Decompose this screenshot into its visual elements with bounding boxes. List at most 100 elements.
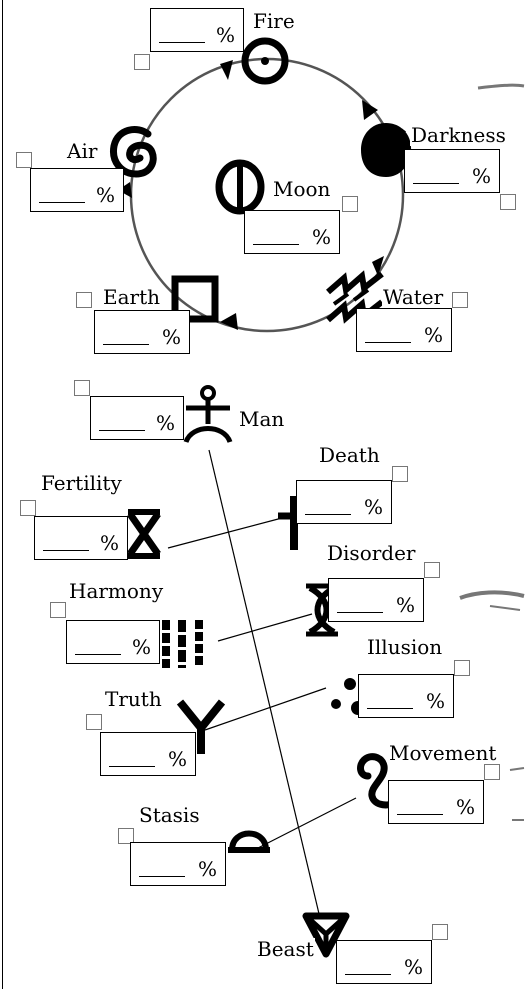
- illusion-checkbox[interactable]: [454, 660, 470, 676]
- darkness-checkbox[interactable]: [500, 194, 516, 210]
- arrowhead-to-air: [118, 182, 132, 198]
- arrowhead-to-earth: [220, 313, 238, 330]
- truth-percent-field[interactable]: %: [100, 732, 196, 776]
- stasis-checkbox[interactable]: [118, 828, 134, 844]
- earth-checkbox[interactable]: [76, 292, 92, 308]
- beast-label: Beast: [256, 937, 315, 961]
- fertility-label: Fertility: [40, 471, 123, 495]
- moon-percent-blank[interactable]: [253, 244, 299, 245]
- scribble-mark: [459, 590, 525, 600]
- water-percent-blank[interactable]: [365, 342, 411, 343]
- harmony-percent-blank[interactable]: [75, 654, 121, 655]
- illusion-label: Illusion: [366, 635, 444, 659]
- earth-label: Earth: [102, 285, 162, 309]
- darkness-percent-field[interactable]: %: [404, 149, 500, 193]
- man-label: Man: [238, 407, 286, 431]
- air-checkbox[interactable]: [16, 152, 32, 168]
- death-percent-sign: %: [363, 495, 383, 519]
- stasis-percent-sign: %: [197, 857, 217, 881]
- water-percent-field[interactable]: %: [356, 308, 452, 352]
- darkness-percent-sign: %: [471, 164, 491, 188]
- movement-percent-field[interactable]: %: [388, 780, 484, 824]
- man-checkbox[interactable]: [74, 380, 90, 396]
- darkness-percent-blank[interactable]: [413, 183, 459, 184]
- movement-label: Movement: [388, 741, 498, 765]
- beast-percent-blank[interactable]: [345, 974, 391, 975]
- harmony-checkbox[interactable]: [50, 602, 66, 618]
- disorder-percent-sign: %: [395, 593, 415, 617]
- moon-rune-icon: [215, 159, 265, 215]
- scribble-mark: [489, 605, 521, 611]
- harmony-percent-sign: %: [131, 635, 151, 659]
- earth-percent-field[interactable]: %: [94, 310, 190, 354]
- earth-percent-blank[interactable]: [103, 344, 149, 345]
- moon-checkbox[interactable]: [342, 196, 358, 212]
- scribble-mark: [477, 83, 525, 90]
- beast-percent-field[interactable]: %: [336, 940, 432, 984]
- harmony-disorder-line: [217, 613, 313, 642]
- fire-percent-field[interactable]: %: [150, 8, 244, 52]
- fertility-death-line: [167, 517, 283, 549]
- death-percent-blank[interactable]: [305, 514, 351, 515]
- fire-percent-blank[interactable]: [159, 42, 205, 43]
- movement-percent-sign: %: [455, 795, 475, 819]
- illusion-percent-blank[interactable]: [367, 708, 413, 709]
- arrowhead-to-water: [372, 256, 384, 276]
- beast-checkbox[interactable]: [432, 924, 448, 940]
- air-percent-field[interactable]: %: [30, 168, 124, 212]
- water-label: Water: [382, 285, 445, 309]
- moon-percent-field[interactable]: %: [244, 210, 340, 254]
- earth-rune-icon: [171, 275, 219, 323]
- man-percent-field[interactable]: %: [90, 396, 184, 440]
- movement-rune-icon: [357, 753, 404, 809]
- page-left-border: [2, 0, 3, 989]
- harmony-percent-field[interactable]: %: [66, 620, 160, 664]
- stasis-label: Stasis: [138, 803, 201, 827]
- fertility-rune-icon: [127, 509, 161, 559]
- fertility-percent-field[interactable]: %: [34, 516, 128, 560]
- disorder-checkbox[interactable]: [424, 562, 440, 578]
- disorder-percent-field[interactable]: %: [328, 578, 424, 622]
- fertility-percent-blank[interactable]: [43, 550, 89, 551]
- death-checkbox[interactable]: [392, 466, 408, 482]
- beast-rune-icon: [302, 912, 350, 958]
- truth-percent-blank[interactable]: [109, 766, 155, 767]
- fire-rune-icon: [241, 37, 289, 85]
- fertility-checkbox[interactable]: [20, 500, 36, 516]
- truth-checkbox[interactable]: [86, 714, 102, 730]
- air-rune-icon: [110, 126, 157, 178]
- movement-checkbox[interactable]: [484, 764, 500, 780]
- moon-percent-sign: %: [311, 225, 331, 249]
- movement-percent-blank[interactable]: [397, 814, 443, 815]
- disorder-label: Disorder: [326, 541, 417, 565]
- water-percent-sign: %: [423, 323, 443, 347]
- disorder-percent-blank[interactable]: [337, 612, 383, 613]
- moon-label: Moon: [272, 177, 332, 201]
- truth-label: Truth: [104, 687, 163, 711]
- man-beast-axis: [208, 449, 321, 919]
- truth-illusion-line: [204, 687, 327, 731]
- arrowhead-to-fire: [220, 60, 233, 80]
- earth-percent-sign: %: [161, 325, 181, 349]
- water-checkbox[interactable]: [452, 292, 468, 308]
- harmony-rune-icon: [162, 620, 203, 668]
- stasis-percent-blank[interactable]: [139, 876, 185, 877]
- darkness-rune-icon: [361, 123, 412, 177]
- stasis-percent-field[interactable]: %: [130, 842, 226, 886]
- illusion-percent-field[interactable]: %: [358, 674, 454, 718]
- truth-percent-sign: %: [167, 747, 187, 771]
- scribble-mark: [509, 767, 525, 771]
- illusion-percent-sign: %: [425, 689, 445, 713]
- air-percent-blank[interactable]: [39, 202, 85, 203]
- man-percent-blank[interactable]: [99, 430, 145, 431]
- stasis-rune-icon: [228, 830, 270, 853]
- fire-percent-sign: %: [215, 23, 235, 47]
- air-percent-sign: %: [95, 183, 115, 207]
- stasis-movement-line: [257, 797, 357, 849]
- beast-percent-sign: %: [403, 955, 423, 979]
- fire-checkbox[interactable]: [134, 54, 150, 70]
- man-rune-icon: [183, 385, 233, 444]
- fertility-percent-sign: %: [99, 531, 119, 555]
- truth-rune-icon: [176, 699, 226, 754]
- death-percent-field[interactable]: %: [296, 480, 392, 524]
